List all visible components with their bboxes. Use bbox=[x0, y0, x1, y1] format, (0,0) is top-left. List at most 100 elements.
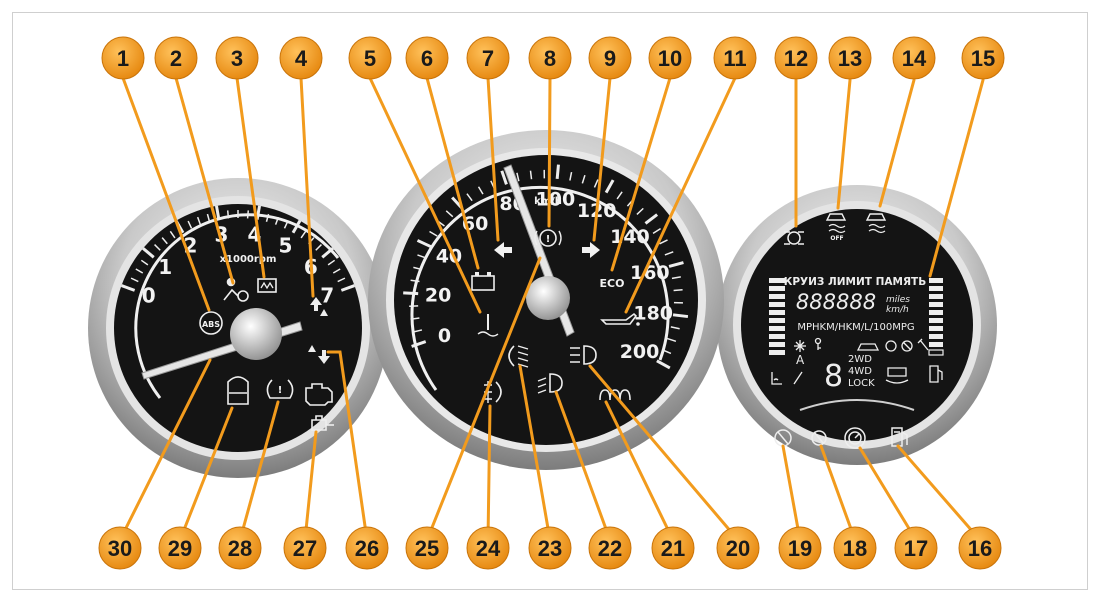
service-wrench-icon bbox=[917, 338, 929, 351]
speed-number: 140 bbox=[610, 226, 650, 248]
callout-number: 21 bbox=[661, 536, 685, 561]
callout-number: 7 bbox=[482, 46, 494, 71]
callout-number: 2 bbox=[170, 46, 182, 71]
tach-number: 0 bbox=[142, 284, 156, 308]
info-gauge-face bbox=[741, 209, 973, 441]
tire-pressure-icon: ! bbox=[266, 379, 294, 399]
speed-tick bbox=[416, 239, 432, 249]
lcd-bar-left bbox=[769, 278, 785, 355]
wrench-icon bbox=[311, 415, 334, 431]
seatbelt-icon bbox=[793, 371, 803, 385]
image-frame bbox=[12, 12, 1088, 590]
battery-icon bbox=[471, 272, 495, 291]
tachometer-ticks bbox=[120, 205, 356, 292]
tach-tick bbox=[226, 210, 230, 219]
speed-tick bbox=[644, 213, 659, 225]
glow-plug-icon bbox=[599, 389, 631, 401]
tach-tick bbox=[283, 220, 289, 229]
info-display-gauge bbox=[717, 185, 997, 465]
lcd-extra-icons bbox=[771, 365, 943, 385]
callout-16: 16 bbox=[958, 526, 1002, 570]
tach-number: 5 bbox=[279, 234, 293, 258]
eco-indicator: ECO bbox=[600, 277, 625, 290]
lcd-4wd: 4WD bbox=[848, 366, 872, 377]
callout-9: 9 bbox=[588, 36, 632, 80]
tach-tick bbox=[206, 213, 211, 222]
lcd-icon-row bbox=[794, 337, 929, 352]
callout-number: 26 bbox=[355, 536, 379, 561]
fuel-icon bbox=[929, 365, 943, 383]
lcd-gear-digit: 8 bbox=[824, 359, 843, 394]
tach-tick bbox=[291, 219, 302, 234]
high-beam-icon bbox=[570, 345, 597, 365]
callout-5: 5 bbox=[348, 36, 392, 80]
callout-3: 3 bbox=[215, 36, 259, 80]
callout-19: 19 bbox=[778, 526, 822, 570]
key-icon bbox=[814, 337, 822, 345]
speed-tick bbox=[569, 171, 573, 181]
speed-tick bbox=[670, 326, 680, 330]
svg-text:OFF: OFF bbox=[830, 235, 843, 242]
callout-number: 6 bbox=[421, 46, 433, 71]
snowflake-icon bbox=[794, 340, 806, 352]
tach-tick bbox=[265, 213, 270, 222]
tach-tick bbox=[332, 268, 341, 274]
callout-number: 11 bbox=[723, 46, 746, 71]
svg-text:ECO: ECO bbox=[600, 277, 625, 290]
tach-tick bbox=[130, 277, 139, 283]
front-fog-light-icon bbox=[508, 345, 529, 368]
callout-number: 30 bbox=[108, 536, 132, 561]
auto-mode-icon bbox=[885, 340, 897, 352]
speed-tick bbox=[667, 337, 677, 343]
lcd-header: КРУИЗ ЛИМИТ ПАМЯТЬ bbox=[784, 276, 926, 288]
tach-tick bbox=[246, 210, 250, 219]
lcd-divider-arc bbox=[799, 399, 915, 411]
callout-2: 2 bbox=[154, 36, 198, 80]
callout-number: 18 bbox=[843, 536, 867, 561]
tach-tick bbox=[161, 237, 168, 245]
traction-control-off-icon: OFF bbox=[825, 213, 847, 242]
tach-number: 1 bbox=[158, 255, 172, 279]
low-fuel-icon bbox=[891, 427, 908, 447]
lcd-lock: LOCK bbox=[848, 378, 875, 389]
callout-1: 1 bbox=[101, 36, 145, 80]
gear-down-icon bbox=[308, 345, 330, 364]
speed-tick bbox=[616, 191, 623, 200]
speedometer-ticks bbox=[403, 164, 689, 370]
callout-23: 23 bbox=[528, 526, 572, 570]
callout-number: 1 bbox=[117, 46, 129, 71]
callout-number: 22 bbox=[598, 536, 622, 561]
callout-number: 8 bbox=[544, 46, 556, 71]
tachometer-needle bbox=[141, 308, 303, 380]
callout-number: 19 bbox=[788, 536, 812, 561]
callout-15: 15 bbox=[961, 36, 1005, 80]
lcd-unit-miles: miles bbox=[886, 295, 910, 305]
lcd-consumption: MPHKM/HKM/L/100MPG bbox=[797, 322, 914, 333]
speed-tick bbox=[403, 291, 419, 296]
turn-left-icon bbox=[494, 242, 512, 258]
callout-25: 25 bbox=[405, 526, 449, 570]
tach-tick bbox=[255, 205, 262, 220]
callout-number: 4 bbox=[295, 46, 308, 71]
callout-7: 7 bbox=[466, 36, 510, 80]
coolant-temperature-icon bbox=[477, 314, 499, 337]
cruise-car-icon bbox=[885, 367, 909, 384]
callout-11: 11 bbox=[713, 36, 757, 80]
callout-number: 12 bbox=[784, 46, 808, 71]
speed-tick bbox=[429, 230, 438, 237]
low-beam-icon bbox=[537, 373, 563, 394]
callout-number: 20 bbox=[726, 536, 750, 561]
tach-tick bbox=[154, 244, 161, 251]
speed-number: 180 bbox=[633, 302, 673, 324]
abs-icon: ABS bbox=[199, 311, 223, 335]
callout-12: 12 bbox=[774, 36, 818, 80]
callout-17: 17 bbox=[894, 526, 938, 570]
callout-number: 17 bbox=[904, 536, 928, 561]
callout-number: 14 bbox=[902, 46, 927, 71]
speed-tick bbox=[417, 254, 427, 259]
speed-tick bbox=[604, 179, 615, 194]
callout-number: 3 bbox=[231, 46, 243, 71]
svg-text:ABS: ABS bbox=[202, 320, 220, 329]
speedometer-hub bbox=[526, 276, 570, 320]
